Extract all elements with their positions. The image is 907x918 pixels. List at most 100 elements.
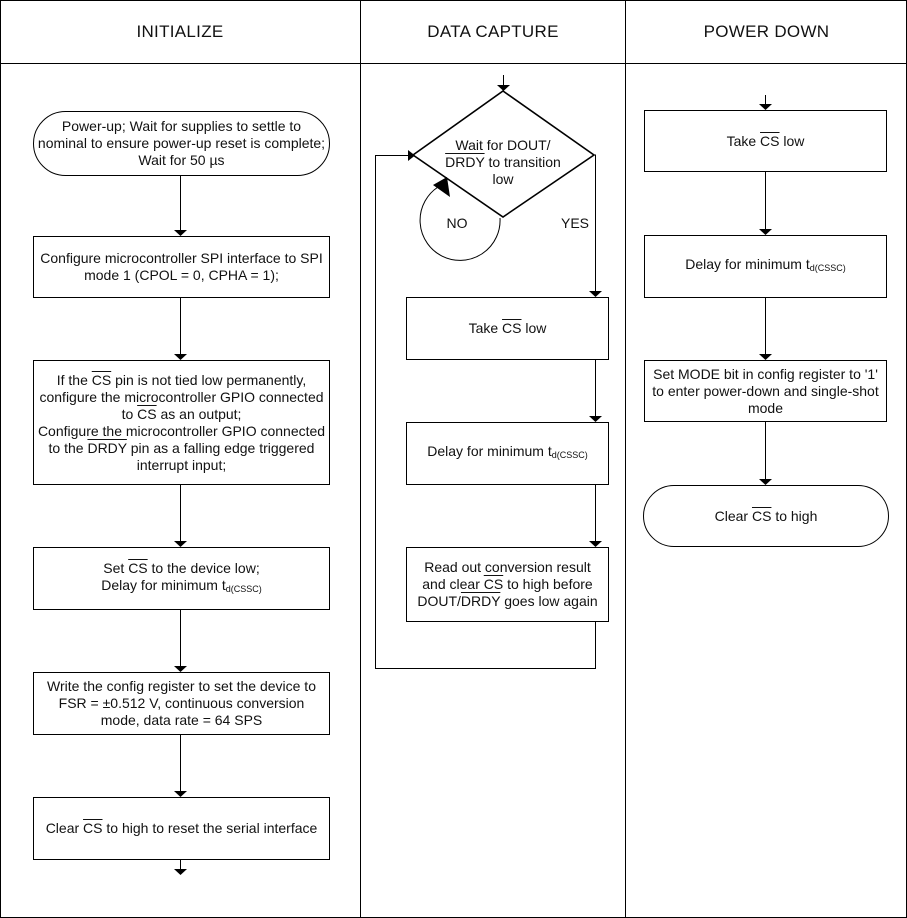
pd-takecs-line: Take CS low xyxy=(727,133,805,150)
dc-delay-step: Delay for minimum td(CSSC) xyxy=(406,422,609,485)
powerup-terminal: Power-up; Wait for supplies to settle to… xyxy=(33,111,330,176)
no-loop-arc xyxy=(419,186,501,261)
set-cs-low-step: Set CS to the device low; Delay for mini… xyxy=(33,547,330,610)
powerup-line-1: Power-up; Wait for supplies to settle to xyxy=(61,118,302,134)
cs-signal: CS xyxy=(760,132,780,149)
arrowhead xyxy=(174,869,187,875)
text: Clear xyxy=(714,507,752,524)
gpio-line-3: to CS as an output; xyxy=(122,406,242,423)
gpio-line-5: to the DRDY pin as a falling edge trigge… xyxy=(49,440,315,457)
text: to the xyxy=(48,439,88,456)
text: pin is not tied low permanently, xyxy=(111,371,307,388)
cs-signal: CS xyxy=(137,405,157,422)
pd-delay-line: Delay for minimum td(CSSC) xyxy=(685,256,845,277)
dc-readout-step: Read out conversion result and clear CS … xyxy=(406,547,609,622)
text: pin as a falling edge triggered xyxy=(126,439,315,456)
arrowhead xyxy=(174,666,187,672)
text: to the device low; xyxy=(147,559,260,576)
arrowhead xyxy=(759,354,772,360)
text: goes low again xyxy=(500,593,598,609)
loop-back-path xyxy=(375,155,596,669)
text: low xyxy=(779,132,805,149)
arrowhead xyxy=(759,479,772,485)
text: to xyxy=(121,405,138,422)
arrowhead xyxy=(174,354,187,360)
drdy-signal: DRDY xyxy=(87,439,127,456)
gpio-config-step: If the CS pin is not tied low permanentl… xyxy=(33,360,330,485)
arrowhead xyxy=(759,229,772,235)
pd-mode-step: Set MODE bit in config register to '1' t… xyxy=(644,360,887,422)
pd-delay-step: Delay for minimum td(CSSC) xyxy=(644,235,887,298)
dc-take-cs-low-step: Take CS low xyxy=(406,297,609,360)
yes-label: YES xyxy=(560,215,589,231)
spi-line-1: Configure microcontroller SPI interface … xyxy=(40,250,323,266)
text: and clear xyxy=(422,576,484,592)
text: as an output; xyxy=(156,405,242,422)
arrowhead xyxy=(174,541,187,547)
cs-signal: CS xyxy=(91,371,112,388)
pd-clear-line: Clear CS to high xyxy=(715,508,818,525)
text: Delay for minimum t xyxy=(427,443,552,459)
cs-signal: CS xyxy=(751,507,772,524)
subscript: d(CSSC) xyxy=(809,263,846,273)
text: If the xyxy=(56,371,92,388)
text: to high before xyxy=(503,576,593,592)
cs-signal: CS xyxy=(128,559,148,576)
pd-take-cs-low-step: Take CS low xyxy=(644,110,887,172)
decision-line-3: low xyxy=(492,171,514,187)
decision-diamond xyxy=(411,90,596,218)
no-loop-arrowhead xyxy=(433,177,450,197)
text: Take xyxy=(468,320,503,336)
dc-takecs-line: Take CS low xyxy=(469,320,547,337)
header-power-down: POWER DOWN xyxy=(703,21,830,41)
text: Set xyxy=(103,559,129,576)
write-config-step: Write the config register to set the dev… xyxy=(33,672,330,735)
drdy-signal: DRDY xyxy=(445,154,485,170)
readout-line-3: DOUT/DRDY goes low again xyxy=(417,593,597,610)
header-initialize: INITIALIZE xyxy=(136,21,224,41)
arrowhead xyxy=(497,85,510,91)
subscript: d(CSSC) xyxy=(551,450,588,460)
cs-signal: CS xyxy=(483,576,504,592)
arrowhead xyxy=(759,104,772,110)
config-line-3: mode, data rate = 64 SPS xyxy=(100,712,263,728)
decision-line-2: DRDY to transition xyxy=(433,154,573,171)
pd-mode-line-1: Set MODE bit in config register to '1' xyxy=(653,365,878,382)
subscript: d(CSSC) xyxy=(225,583,262,594)
powerup-line-2: nominal to ensure power-up reset is comp… xyxy=(37,135,326,151)
gpio-line-6: interrupt input; xyxy=(136,456,227,473)
arrowhead xyxy=(589,291,602,297)
text: Clear xyxy=(45,820,84,836)
config-line-2: FSR = ±0.512 V, continuous conversion xyxy=(58,695,305,711)
config-line-1: Write the config register to set the dev… xyxy=(47,678,316,694)
setcs-line-1: Set CS to the device low; xyxy=(103,560,259,577)
clearcs-line: Clear CS to high to reset the serial int… xyxy=(46,820,318,837)
text: to high to reset the serial interface xyxy=(102,820,318,836)
arrowhead xyxy=(174,230,187,236)
gpio-line-1: If the CS pin is not tied low permanentl… xyxy=(57,372,307,389)
text: Delay for minimum t xyxy=(101,576,226,593)
yes-path xyxy=(594,154,596,291)
readout-line-2: and clear CS to high before xyxy=(422,576,592,593)
arrowhead xyxy=(408,150,415,161)
arrowhead xyxy=(589,416,602,422)
text: low xyxy=(521,320,547,336)
text: to transition xyxy=(484,154,561,170)
powerup-line-3: Wait for 50 µs xyxy=(138,152,225,168)
setcs-line-2: Delay for minimum td(CSSC) xyxy=(101,577,261,598)
clear-cs-high-step: Clear CS to high to reset the serial int… xyxy=(33,797,330,860)
header-data-capture: DATA CAPTURE xyxy=(427,21,559,41)
text: Take xyxy=(726,132,761,149)
dc-delay-line: Delay for minimum td(CSSC) xyxy=(427,443,587,464)
readout-line-1: Read out conversion result xyxy=(424,559,591,575)
gpio-line-4: Configure the microcontroller GPIO conne… xyxy=(37,422,326,439)
text: to high xyxy=(771,507,818,524)
text: Delay for minimum t xyxy=(685,256,810,272)
gpio-line-2: configure the microcontroller GPIO conne… xyxy=(39,388,324,405)
cs-signal: CS xyxy=(83,820,103,836)
decision-text: Wait for DOUT/ DRDY to transition low xyxy=(433,137,573,188)
cs-signal: CS xyxy=(502,320,522,336)
arrowhead xyxy=(589,541,602,547)
arrowhead xyxy=(174,791,187,797)
text: DOUT/ xyxy=(417,593,461,609)
